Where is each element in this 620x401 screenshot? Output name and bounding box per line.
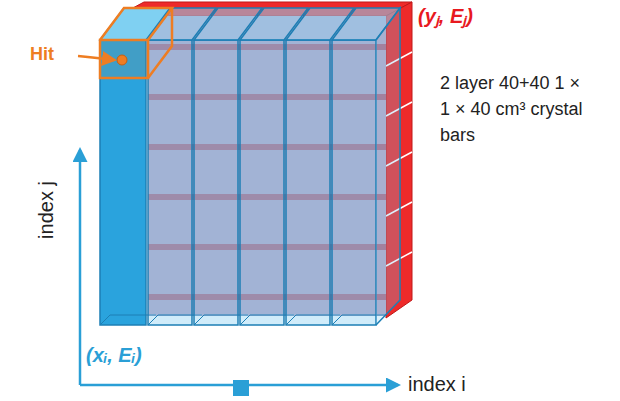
blue-crystal-layer — [100, 8, 400, 325]
axis-label: index i — [408, 372, 466, 396]
axis-j — [79, 150, 82, 385]
coordinate-label: (yⱼ, Eⱼ) — [418, 4, 473, 28]
hit-cube — [100, 8, 172, 78]
coordinate-label: (xᵢ, Eᵢ) — [86, 343, 142, 367]
hit-dot — [117, 55, 127, 65]
blue-square — [233, 380, 249, 396]
axis-label: index j — [34, 181, 58, 239]
bar-spec-note: 2 layer 40+40 1 × 1 × 40 cm³ crystal bar… — [440, 70, 590, 148]
hit-leader — [78, 56, 114, 60]
hit-label: Hit — [30, 44, 54, 66]
